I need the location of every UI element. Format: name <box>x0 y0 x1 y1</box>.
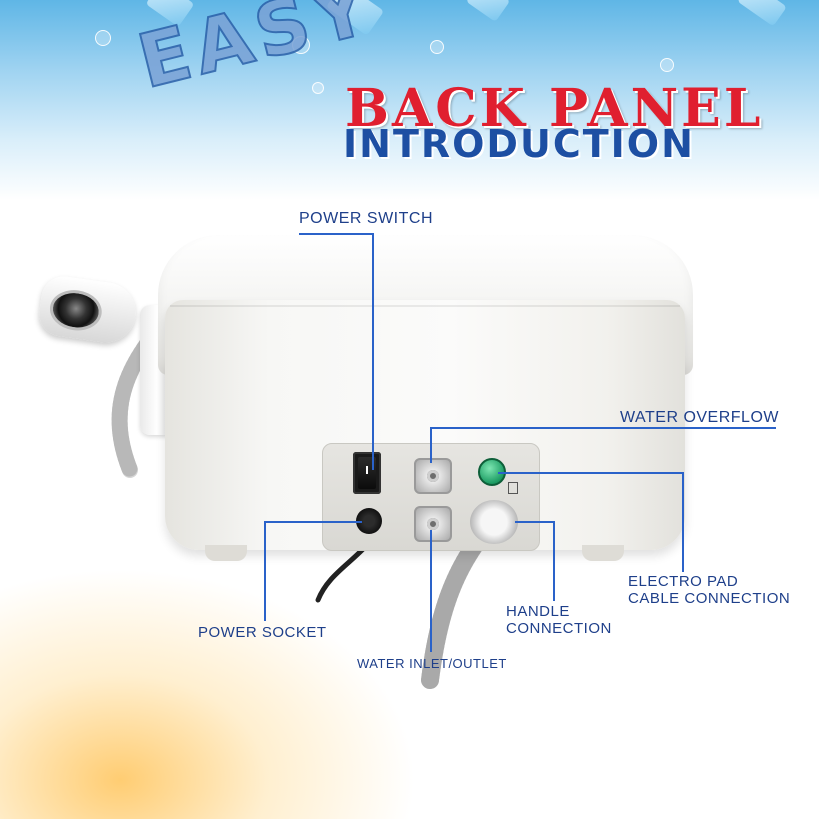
water-inlet-outlet-label: WATER INLET/OUTLET <box>357 656 507 671</box>
power-switch-leader <box>372 233 374 470</box>
handpiece-lens <box>47 286 105 334</box>
water-overflow-leader <box>430 427 776 429</box>
bubble-decoration <box>95 30 111 46</box>
power-on-mark-icon <box>366 466 368 474</box>
port-symbol-icon <box>508 482 518 494</box>
device-foot-right <box>582 545 624 561</box>
electro-pad-leader <box>682 472 684 572</box>
bubble-decoration <box>430 40 444 54</box>
power-socket-leader <box>264 521 266 621</box>
handle-connection-label-line1: HANDLE <box>506 603 570 620</box>
handle-leader <box>515 521 555 523</box>
power-switch-leader <box>299 233 374 235</box>
handle-connection-port[interactable] <box>470 500 518 544</box>
water-overflow-label: WATER OVERFLOW <box>620 409 779 426</box>
power-socket-leader <box>264 521 362 523</box>
power-switch-label: POWER SWITCH <box>299 210 433 227</box>
electro-pad-label-line2: CABLE CONNECTION <box>628 590 791 607</box>
page-subtitle: INTRODUCTION <box>343 122 695 166</box>
handle-connection-label-line2: CONNECTION <box>506 620 612 637</box>
water-inlet-leader <box>430 530 432 652</box>
bubble-decoration <box>312 82 324 94</box>
handle-leader <box>553 521 555 601</box>
water-overflow-port[interactable] <box>414 458 452 494</box>
bubble-decoration <box>660 58 674 72</box>
power-socket-label: POWER SOCKET <box>198 624 327 641</box>
fitting-hole <box>427 518 439 530</box>
fitting-hole <box>427 470 439 482</box>
water-inlet-outlet-port[interactable] <box>414 506 452 542</box>
electro-pad-leader <box>498 472 682 474</box>
page-title: BACK PANEL <box>345 78 764 139</box>
device-foot-left <box>205 545 247 561</box>
bubble-decoration <box>292 36 310 54</box>
power-switch[interactable] <box>353 452 381 494</box>
electro-pad-label-line1: ELECTRO PAD <box>628 573 739 590</box>
power-switch-rocker <box>358 457 376 489</box>
water-overflow-leader <box>430 427 432 463</box>
device-seam <box>170 305 680 307</box>
